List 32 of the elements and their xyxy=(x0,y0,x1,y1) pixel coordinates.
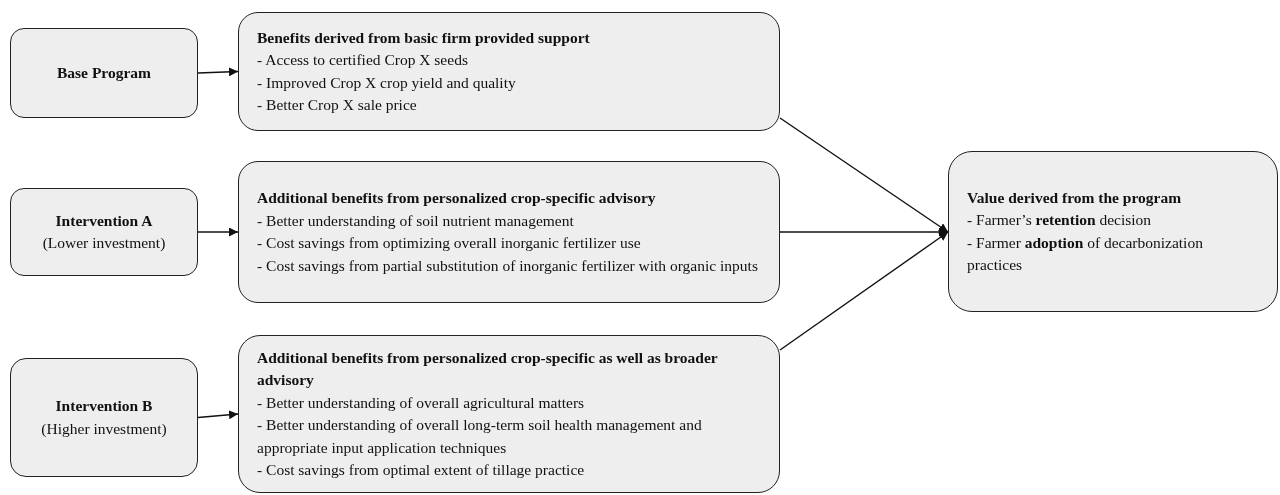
rounded-box xyxy=(238,161,780,303)
box-text: - Better understanding of soil nutrient management xyxy=(257,210,574,231)
arrow xyxy=(779,231,949,351)
rounded-box xyxy=(238,335,780,493)
arrow xyxy=(197,410,239,420)
box-text: (Lower investment) xyxy=(42,233,166,253)
box-heading: Benefits derived from basic firm provided support xyxy=(257,27,590,48)
box-text: - Better Crop X sale price xyxy=(257,95,417,115)
box-heading: Intervention A xyxy=(55,210,153,231)
box-text: - Better understanding of overall long-term soil health management and appropriate input application techniques xyxy=(257,415,703,458)
box-heading: Intervention B xyxy=(55,396,153,416)
box-text: - Cost savings from optimal extent of tillage practice xyxy=(257,460,585,480)
rounded-box xyxy=(10,188,198,276)
rounded-box xyxy=(238,12,780,131)
box-text: - Farmer’s retention decision xyxy=(967,210,1152,230)
rounded-box xyxy=(948,151,1278,312)
box-text: - Farmer adoption of decarbonization practices xyxy=(967,232,1204,275)
box-text: - Better understanding of overall agricultural matters xyxy=(257,392,585,413)
rounded-box xyxy=(10,28,198,118)
box-heading: Additional benefits from personalized crop-specific as well as broader advisory xyxy=(257,347,719,390)
arrow xyxy=(779,117,949,233)
box-text: - Cost savings from partial substitution of inorganic fertilizer with organic inputs xyxy=(257,255,758,276)
box-text: - Cost savings from optimizing overall inorganic fertilizer use xyxy=(257,233,641,253)
box-heading: Additional benefits from personalized crop-specific advisory xyxy=(257,188,656,208)
arrow xyxy=(197,227,239,237)
arrow xyxy=(197,67,239,77)
box-text: - Access to certified Crop X seeds xyxy=(257,50,468,70)
box-heading: Base Program xyxy=(57,62,151,83)
box-heading: Value derived from the program xyxy=(967,187,1182,208)
box-text: - Improved Crop X crop yield and quality xyxy=(257,72,516,93)
box-text: (Higher investment) xyxy=(41,418,167,439)
rounded-box xyxy=(10,358,198,477)
